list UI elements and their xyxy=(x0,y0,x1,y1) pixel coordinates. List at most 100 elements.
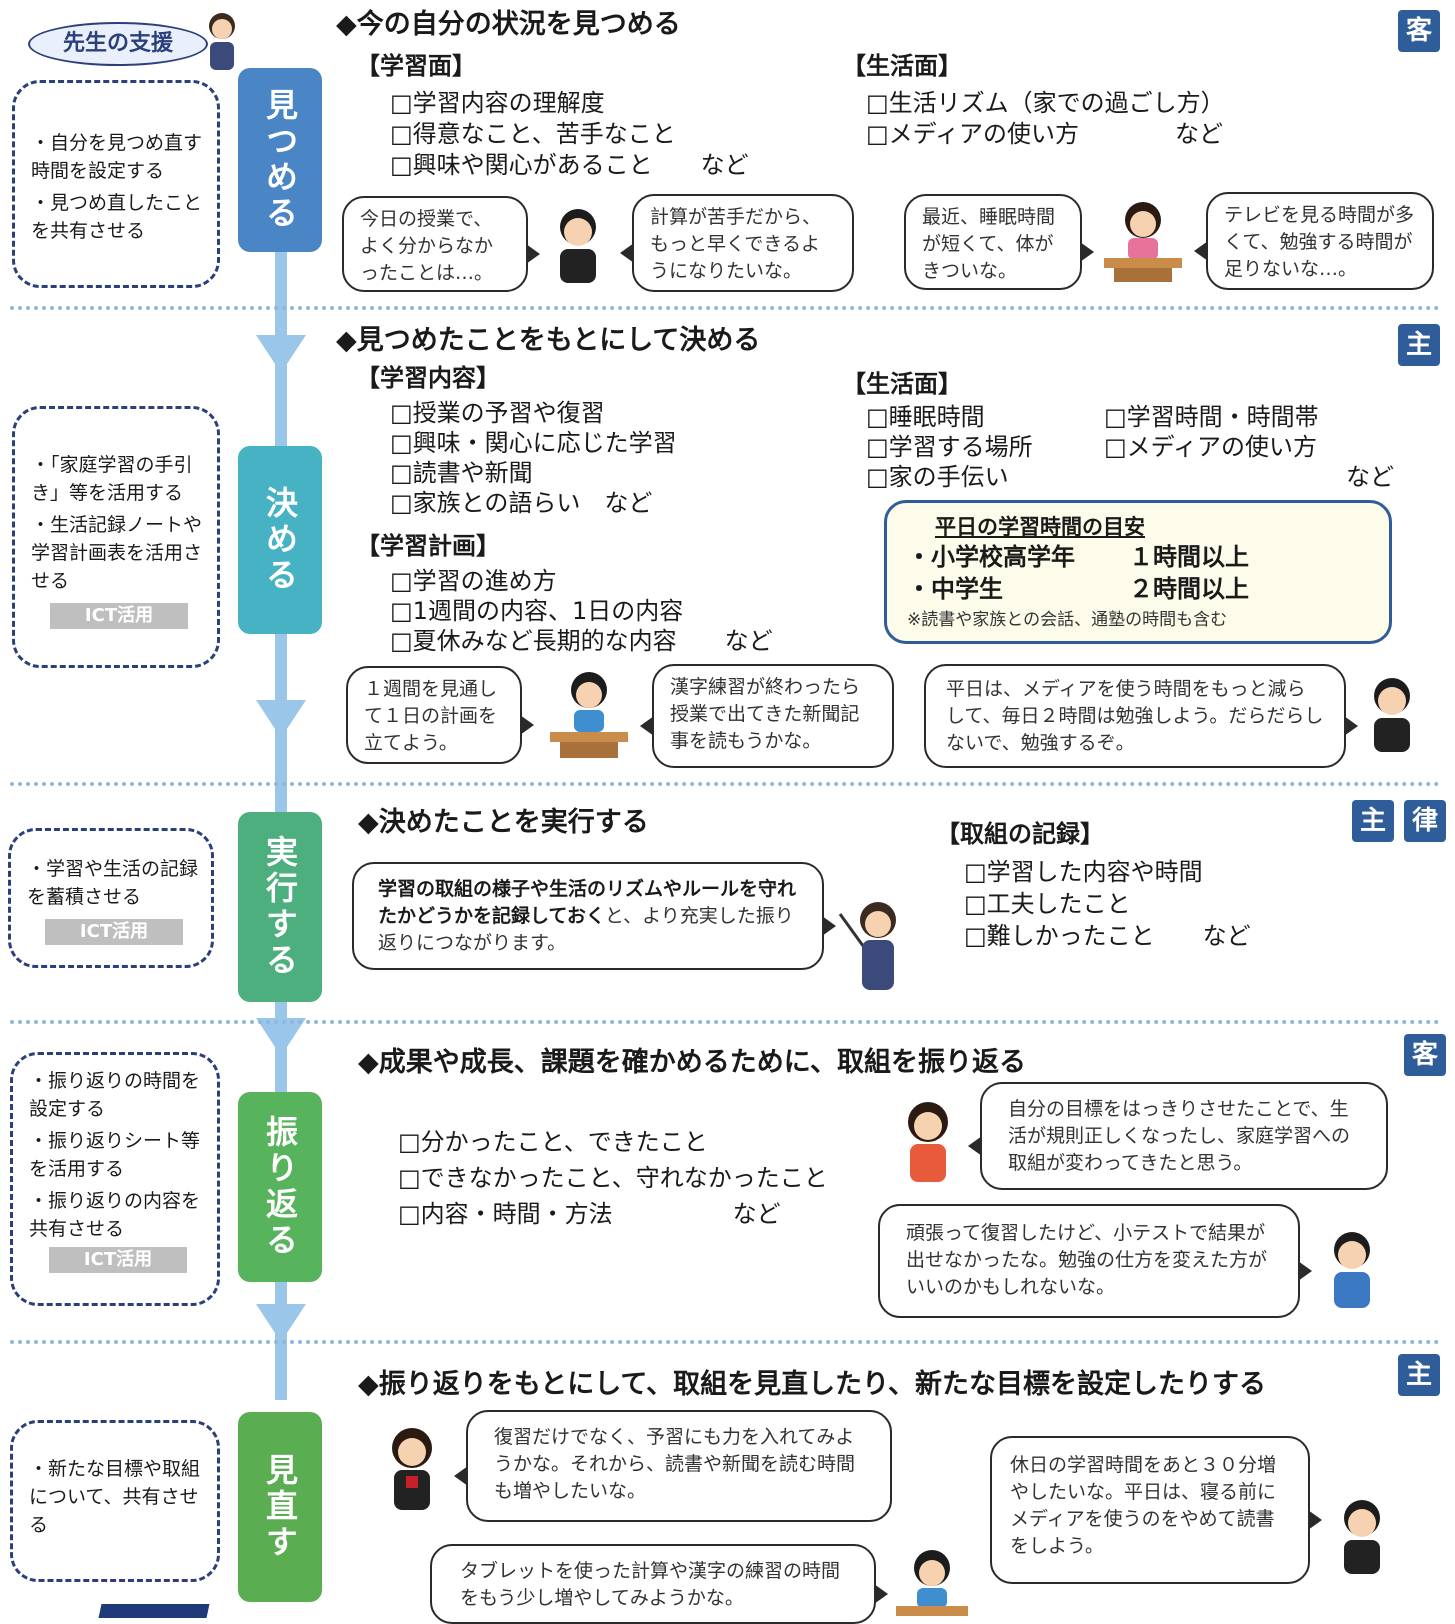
check-item: □できなかったこと、守れなかったこと xyxy=(398,1164,828,1192)
support-box-2: ・「家庭学習の手引き」等を活用する ・生活記録ノートや学習計画表を活用させる I… xyxy=(12,406,220,668)
support-box-4: ・振り返りの時間を設定する ・振り返りシート等を活用する ・振り返りの内容を共有… xyxy=(10,1052,220,1306)
arrow-down-icon xyxy=(256,335,306,373)
student-girl-icon xyxy=(392,1428,432,1510)
support-item: ・振り返りの時間を設定する xyxy=(29,1070,201,1120)
speech-bubble: 最近、睡眠時間が短くて、体がきついな。 xyxy=(904,194,1094,290)
section-divider xyxy=(10,782,1440,786)
ict-label: ICT活用 xyxy=(45,919,183,945)
speech-bubble: 休日の学習時間をあと３０分増やしたいな。平日は、寝る前にメディアを使うのをやめて… xyxy=(990,1436,1322,1584)
section-divider xyxy=(10,1020,1440,1024)
arrow-down-icon xyxy=(256,1018,306,1056)
checklist-life: □生活リズム（家での過ごし方） □メディアの使い方 など xyxy=(866,88,1225,150)
check-item: □睡眠時間 xyxy=(866,403,985,431)
subtitle-life-2: 【生活面】 xyxy=(842,370,962,398)
checklist-learning: □学習内容の理解度 □得意なこと、苦手なこと □興味や関心があること など xyxy=(390,88,749,181)
checklist-record: □学習した内容や時間 □工夫したこと □難しかったこと など xyxy=(964,856,1251,952)
speech-bubble: 計算が苦手だから、もっと早くできるようになりたいな。 xyxy=(620,194,854,292)
step-minaosu: 見直す xyxy=(238,1412,322,1602)
teacher-speech-bubble: 学習の取組の様子や生活のリズムやルールを守れたかどうかを記録しておくと、より充実… xyxy=(352,862,836,970)
check-item: □興味や関心があること など xyxy=(390,151,749,179)
check-item: □読書や新聞 xyxy=(390,459,533,487)
footer-corner-shape xyxy=(98,1604,210,1618)
check-item: □生活リズム（家での過ごし方） xyxy=(866,89,1225,117)
arrow-down-icon xyxy=(256,700,306,738)
check-item: □学習した内容や時間 xyxy=(964,858,1203,886)
speech-bubble: １週間を見通して１日の計画を立てよう。 xyxy=(346,666,534,764)
checklist-content: □授業の予習や復習 □興味・関心に応じた学習 □読書や新聞 □家族との語らい な… xyxy=(390,398,677,518)
speech-bubble: 復習だけでなく、予習にも力を入れてみようかな。それから、読書や新聞を読む時間も増… xyxy=(454,1410,892,1522)
subtitle-life: 【生活面】 xyxy=(842,52,962,80)
check-item: □難しかったこと など xyxy=(964,922,1251,950)
step-kimeru: 決める xyxy=(238,446,322,634)
check-item-etc: など xyxy=(1346,463,1394,491)
check-item: □得意なこと、苦手なこと xyxy=(390,120,676,148)
speech-bubble: 頑張って復習したけど、小テストで結果が出せなかったな。勉強の仕方を変えた方がいい… xyxy=(878,1204,1312,1318)
support-box-3: ・学習や生活の記録を蓄積させる ICT活用 xyxy=(8,828,214,968)
student-boy-icon xyxy=(1344,1500,1380,1574)
section-heading-3: ◆決めたことを実行する xyxy=(358,807,649,838)
student-worried-icon xyxy=(1334,1232,1370,1308)
badge-kyaku: 客 xyxy=(1404,1034,1446,1076)
support-item: ・「家庭学習の手引き」等を活用する xyxy=(31,454,193,504)
speech-bubble: 漢字練習が終わったら授業で出てきた新聞記事を読もうかな。 xyxy=(640,664,894,768)
support-item: ・見つめ直したことを共有させる xyxy=(31,192,203,242)
ict-label: ICT活用 xyxy=(49,1247,187,1273)
check-item: □興味・関心に応じた学習 xyxy=(390,429,677,457)
badge-shu: 主 xyxy=(1398,324,1440,366)
check-item: □家の手伝い xyxy=(866,463,1009,491)
check-item: □学習の進め方 xyxy=(390,567,557,595)
section-divider xyxy=(10,306,1440,310)
support-item: ・自分を見つめ直す時間を設定する xyxy=(31,132,203,182)
speech-bubble: 自分の目標をはっきりさせたことで、生活が規則正しくなったし、家庭学習への取組が変… xyxy=(968,1082,1388,1190)
step-jikkou: 実行する xyxy=(238,812,322,1002)
support-item: ・学習や生活の記録を蓄積させる xyxy=(27,858,199,908)
section-heading-2: ◆見つめたことをもとにして決める xyxy=(336,325,761,356)
ict-label: ICT活用 xyxy=(50,603,188,629)
teacher-support-label: 先生の支援 xyxy=(28,22,208,66)
subtitle-plan: 【学習計画】 xyxy=(356,532,500,560)
check-item: □1週間の内容、1日の内容 xyxy=(390,597,684,625)
student-girl-icon xyxy=(908,1102,948,1182)
support-box-5: ・新たな目標や取組について、共有させる xyxy=(10,1420,220,1582)
check-item: □夏休みなど長期的な内容 など xyxy=(390,627,773,655)
checklist-review: □分かったこと、できたこと □できなかったこと、守れなかったこと □内容・時間・… xyxy=(398,1124,828,1232)
guide-note: ※読書や家族との会話、通塾の時間も含む xyxy=(907,610,1228,630)
support-item: ・振り返りシート等を活用する xyxy=(29,1130,201,1180)
badge-kyaku: 客 xyxy=(1398,10,1440,52)
support-item: ・振り返りの内容を共有させる xyxy=(29,1190,201,1240)
support-box-1: ・自分を見つめ直す時間を設定する ・見つめ直したことを共有させる xyxy=(12,80,220,288)
check-item: □学習する場所 xyxy=(866,433,1033,461)
check-item: □学習内容の理解度 xyxy=(390,89,605,117)
guide-title: 平日の学習時間の目安 xyxy=(935,515,1145,539)
badge-ritsu: 律 xyxy=(1404,800,1446,842)
step-furikaeru: 振り返る xyxy=(238,1092,322,1282)
speech-bubble: タブレットを使った計算や漢字の練習の時間をもう少し増やしてみようかな。 xyxy=(430,1544,888,1624)
check-item: □授業の予習や復習 xyxy=(390,399,605,427)
checklist-life-2a: □睡眠時間 □学習する場所 □家の手伝い xyxy=(866,402,1033,492)
badge-shu: 主 xyxy=(1352,800,1394,842)
support-item: ・新たな目標や取組について、共有させる xyxy=(29,1458,201,1536)
support-item: ・生活記録ノートや学習計画表を活用させる xyxy=(31,514,203,592)
speech-bubble: 平日は、メディアを使う時間をもっと減らして、毎日２時間は勉強しよう。だらだらしな… xyxy=(924,664,1358,768)
subtitle-content: 【学習内容】 xyxy=(356,364,500,392)
check-item: □内容・時間・方法 など xyxy=(398,1200,781,1228)
section-heading-5: ◆振り返りをもとにして、取組を見直したり、新たな目標を設定したりする xyxy=(358,1369,1266,1400)
checklist-life-2b: □学習時間・時間帯 □メディアの使い方 xyxy=(1104,402,1319,462)
teacher-pointer-icon xyxy=(838,902,896,990)
check-item: □家族との語らい など xyxy=(390,489,653,517)
check-item: □学習時間・時間帯 xyxy=(1104,403,1319,431)
badge-shu: 主 xyxy=(1398,1354,1440,1396)
speech-bubble: テレビを見る時間が多くて、勉強する時間が足りないな…。 xyxy=(1194,192,1434,290)
check-item: □メディアの使い方 など xyxy=(866,120,1223,148)
student-boy-desk-icon xyxy=(896,1550,968,1616)
check-item: □分かったこと、できたこと xyxy=(398,1128,708,1156)
checklist-plan: □学習の進め方 □1週間の内容、1日の内容 □夏休みなど長期的な内容 など xyxy=(390,566,773,656)
student-girl-desk-icon xyxy=(1104,202,1182,282)
student-boy-icon xyxy=(560,209,596,283)
student-boy-icon xyxy=(1374,678,1410,752)
section-heading-1: ◆今の自分の状況を見つめる xyxy=(336,9,681,40)
speech-bubble: 今日の授業で、よく分からなかったことは…。 xyxy=(342,196,540,292)
